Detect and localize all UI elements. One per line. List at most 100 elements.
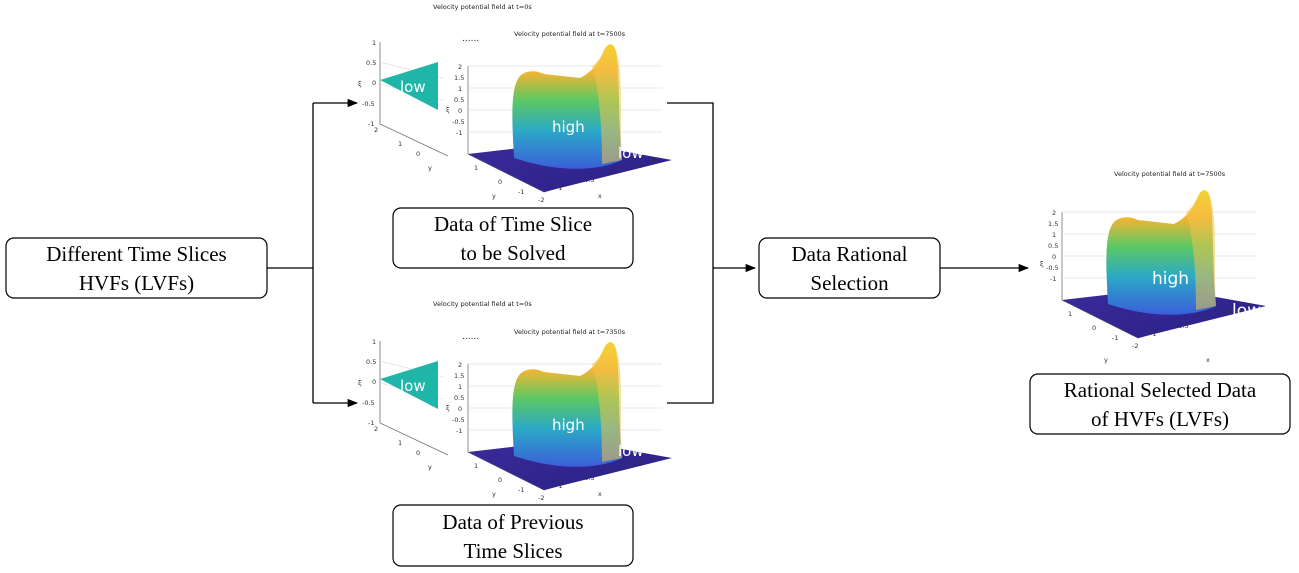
svg-text:-1: -1 [1150, 330, 1156, 338]
svg-text:-2: -2 [538, 494, 544, 502]
svg-text:0: 0 [416, 150, 420, 158]
svg-text:0: 0 [1092, 324, 1096, 332]
svg-text:1: 1 [372, 338, 376, 346]
svg-text:0.5: 0.5 [366, 358, 376, 366]
svg-text:0.5: 0.5 [1048, 242, 1058, 250]
svg-text:1: 1 [372, 39, 376, 47]
result-plot-group: Velocity potential field at t=7500s 2 1.… [1040, 170, 1267, 364]
svg-text:0: 0 [458, 405, 462, 413]
svg-text:2: 2 [374, 126, 378, 134]
svg-text:1.5: 1.5 [454, 74, 464, 82]
previous-slices-box-line-1: Data of Previous [442, 510, 583, 534]
result-x-label: x [1206, 356, 1210, 364]
top-plot-group: Velocity potential field at t=0s ...... … [358, 3, 673, 204]
svg-text:0: 0 [498, 178, 502, 186]
top-large-plot: 2 1.5 1 0.5 0 -0.5 -1 ξ 1 0 -1 -2 y -1 -… [446, 43, 673, 204]
svg-text:-2: -2 [538, 196, 544, 204]
current-slice-box: Data of Time Slice to be Solved [392, 207, 634, 269]
svg-text:-0.5: -0.5 [362, 100, 375, 108]
svg-text:1: 1 [458, 383, 462, 391]
top-large-z-label: ξ [446, 106, 450, 114]
selection-box-line-2: Selection [810, 271, 889, 295]
svg-text:1: 1 [398, 140, 402, 148]
bottom-low-label: low [618, 442, 644, 460]
top-small-y-label: y [428, 164, 432, 172]
result-y-label: y [1104, 356, 1108, 364]
svg-text:-0.5: -0.5 [452, 416, 465, 424]
bottom-small-plot: 1 0.5 0 -0.5 -1 ξ 2 1 0 y low [358, 338, 449, 471]
svg-text:1: 1 [458, 85, 462, 93]
bottom-large-x-label: x [598, 490, 602, 498]
source-box-line-1: Different Time Slices [46, 242, 226, 266]
svg-text:0: 0 [498, 476, 502, 484]
source-box: Different Time Slices HVFs (LVFs) [5, 237, 268, 299]
svg-text:-0.5: -0.5 [362, 399, 375, 407]
top-small-plot-title: Velocity potential field at t=0s [433, 3, 532, 11]
bottom-small-z-label: ξ [358, 379, 362, 387]
result-z-label: ξ [1040, 260, 1044, 268]
svg-text:-0.5: -0.5 [1176, 322, 1189, 330]
svg-text:0: 0 [372, 79, 376, 87]
svg-text:-0.5: -0.5 [452, 118, 465, 126]
svg-text:-0.5: -0.5 [582, 176, 595, 184]
svg-text:0: 0 [1052, 253, 1056, 261]
bottom-small-low-patch [380, 361, 438, 409]
top-high-label: high [552, 118, 585, 136]
svg-text:-2: -2 [1132, 342, 1138, 350]
svg-text:0.5: 0.5 [1226, 308, 1236, 316]
result-low-label: low [1232, 301, 1261, 321]
svg-text:0: 0 [416, 449, 420, 457]
svg-text:1: 1 [652, 454, 656, 462]
ellipsis: ...... [462, 34, 479, 44]
svg-text:-1: -1 [368, 419, 374, 427]
bottom-plot-group: Velocity potential field at t=0s ...... … [358, 300, 673, 502]
top-low-label: low [618, 144, 644, 162]
svg-text:2: 2 [374, 425, 378, 433]
source-box-line-2: HVFs (LVFs) [79, 271, 194, 295]
top-large-y-label: y [492, 192, 496, 200]
previous-slices-box-line-2: Time Slices [464, 539, 563, 563]
svg-text:1: 1 [398, 439, 402, 447]
svg-text:1: 1 [652, 156, 656, 164]
svg-text:1: 1 [474, 164, 478, 172]
svg-text:0.5: 0.5 [632, 162, 642, 170]
svg-text:1.5: 1.5 [454, 372, 464, 380]
svg-text:2: 2 [458, 63, 462, 71]
svg-text:0.5: 0.5 [366, 59, 376, 67]
svg-text:1: 1 [1068, 310, 1072, 318]
top-small-z-label: ξ [358, 80, 362, 88]
svg-text:1.5: 1.5 [1048, 220, 1058, 228]
bottom-high-label: high [552, 416, 585, 434]
selection-box: Data Rational Selection [758, 237, 941, 299]
result-box-line-1: Rational Selected Data [1064, 378, 1257, 402]
top-large-plot-title: Velocity potential field at t=7500s [514, 30, 626, 38]
top-small-plot: 1 0.5 0 -0.5 -1 ξ 2 1 0 y low [358, 39, 449, 172]
selection-box-line-1: Data Rational [791, 242, 907, 266]
previous-slices-box: Data of Previous Time Slices [392, 504, 634, 567]
result-box: Rational Selected Data of HVFs (LVFs) [1029, 373, 1291, 435]
bottom-large-plot: 2 1.5 1 0.5 0 -0.5 -1 ξ 1 0 -1 -2 y -1 -… [446, 341, 673, 502]
top-small-low-label: low [400, 78, 426, 96]
top-large-x-label: x [598, 192, 602, 200]
svg-text:-1: -1 [456, 129, 462, 137]
result-high-label: high [1152, 269, 1189, 289]
bottom-small-low-label: low [400, 377, 426, 395]
svg-text:-1: -1 [456, 427, 462, 435]
svg-text:2: 2 [1052, 209, 1056, 217]
top-small-low-patch [380, 62, 438, 110]
svg-text:0: 0 [610, 168, 614, 176]
svg-text:-0.5: -0.5 [1046, 264, 1059, 272]
bottom-small-y-label: y [428, 463, 432, 471]
ellipsis-bottom: ...... [462, 332, 479, 342]
svg-text:0.5: 0.5 [632, 460, 642, 468]
result-plot-title: Velocity potential field at t=7500s [1114, 170, 1226, 178]
svg-text:-1: -1 [556, 184, 562, 192]
svg-text:0: 0 [610, 466, 614, 474]
svg-text:-1: -1 [1112, 334, 1118, 342]
svg-text:0.5: 0.5 [454, 394, 464, 402]
svg-text:-1: -1 [518, 188, 524, 196]
svg-text:-1: -1 [556, 482, 562, 490]
bottom-large-z-label: ξ [446, 404, 450, 412]
result-box-line-2: of HVFs (LVFs) [1091, 407, 1229, 431]
current-slice-box-line-1: Data of Time Slice [434, 212, 592, 236]
